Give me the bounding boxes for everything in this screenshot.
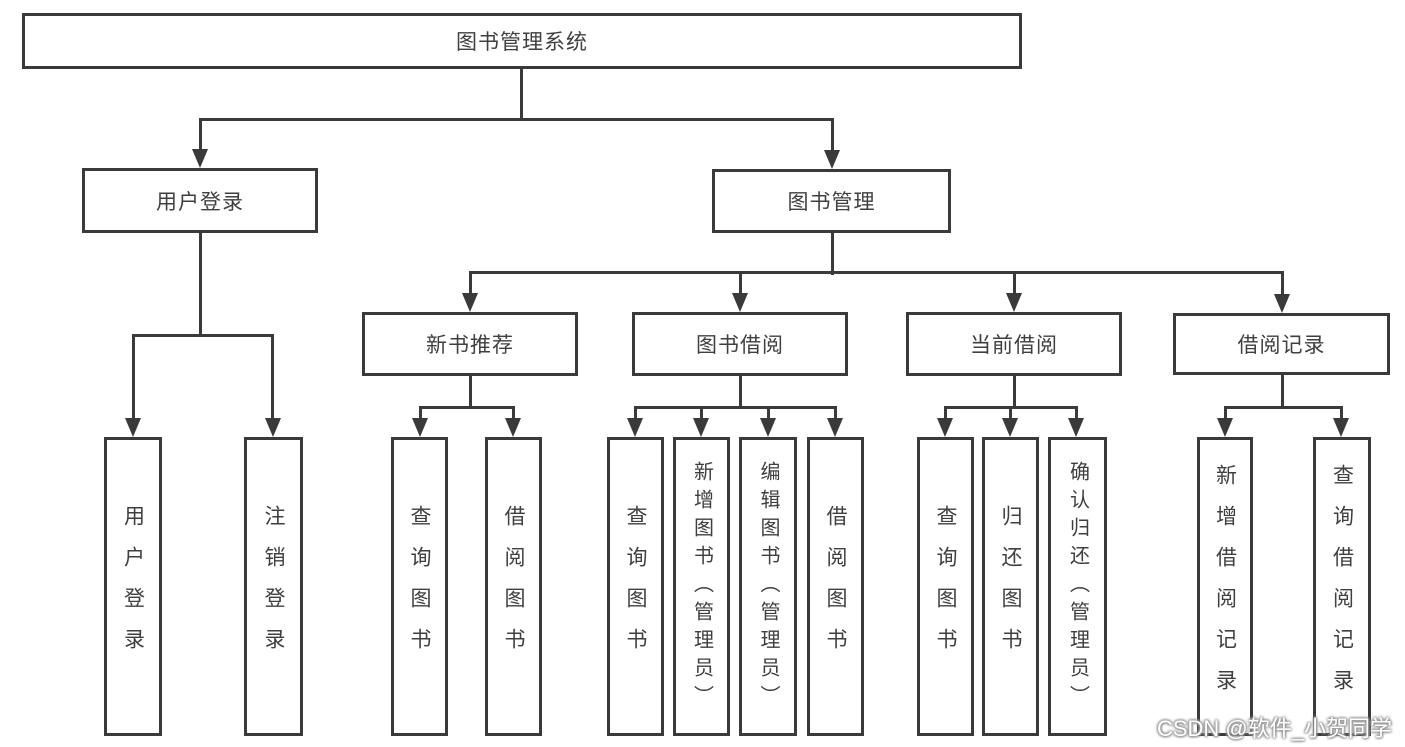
- node-leaf-add-borrow-record-label: 新增借阅记录: [1213, 463, 1237, 710]
- arrowhead-add-book: [693, 418, 709, 437]
- arrowhead-borrow-book-2: [827, 418, 843, 437]
- connector-new-book-recommend-bar: [419, 406, 515, 409]
- connector-drop-book-management: [831, 118, 834, 152]
- node-book-borrow-label: 图书借阅: [696, 334, 784, 357]
- connector-drop-query-book-3: [944, 406, 947, 420]
- watermark-text: CSDN @软件_小贺同学: [1156, 716, 1392, 741]
- connector-borrow-record-stem: [1281, 375, 1284, 409]
- node-borrow-record: 借阅记录: [1173, 313, 1390, 375]
- connector-drop-leaf-logout: [271, 334, 274, 420]
- arrowhead-return-book: [1002, 418, 1018, 437]
- node-leaf-query-book-1-label: 查询图书: [408, 504, 431, 669]
- node-leaf-return-book-label: 归还图书: [999, 504, 1022, 669]
- connector-level2-bar: [469, 271, 1283, 274]
- connector-borrow-record-bar: [1224, 406, 1343, 409]
- arrowhead-current-borrow: [1006, 293, 1022, 312]
- node-leaf-user-login-label: 用户登录: [121, 504, 145, 669]
- node-leaf-edit-book: 编辑图书（管理员）: [739, 437, 797, 736]
- connector-drop-current-borrow: [1013, 271, 1016, 295]
- node-book-management-label: 图书管理: [787, 191, 876, 214]
- node-leaf-user-login: 用户登录: [104, 437, 162, 736]
- connector-drop-edit-book: [767, 406, 770, 420]
- connector-drop-query-book-2: [634, 406, 637, 420]
- node-leaf-borrow-book-1: 借阅图书: [485, 437, 542, 736]
- node-leaf-query-book-2-label: 查询图书: [624, 504, 647, 669]
- connector-drop-add-book: [700, 406, 703, 420]
- arrowhead-borrow-book-1: [505, 418, 521, 437]
- node-library-system-label: 图书管理系统: [456, 31, 588, 54]
- node-leaf-add-book-label: 新增图书（管理员）: [690, 460, 713, 713]
- connector-drop-borrow-book-2: [834, 406, 837, 420]
- node-leaf-confirm-return-label: 确认归还（管理员）: [1066, 460, 1089, 713]
- arrowhead-borrow-record: [1274, 294, 1290, 313]
- node-leaf-confirm-return: 确认归还（管理员）: [1048, 437, 1107, 736]
- node-new-book-recommend: 新书推荐: [362, 312, 578, 376]
- connector-user-login-stem: [199, 233, 202, 337]
- arrowhead-query-book-1: [412, 418, 428, 437]
- connector-drop-return-book: [1009, 406, 1012, 420]
- node-borrow-record-label: 借阅记录: [1237, 334, 1326, 357]
- arrowhead-book-borrow: [732, 293, 748, 312]
- connector-drop-book-borrow: [739, 271, 742, 295]
- connector-level1-bar: [199, 118, 834, 121]
- connector-drop-user-login: [199, 118, 202, 152]
- node-leaf-borrow-book-2-label: 借阅图书: [824, 504, 847, 669]
- arrowhead-query-book-3: [937, 418, 953, 437]
- arrowhead-leaf-logout: [265, 418, 281, 437]
- arrowhead-confirm-return: [1068, 418, 1084, 437]
- node-leaf-query-book-1: 查询图书: [391, 437, 448, 736]
- node-current-borrow: 当前借阅: [906, 312, 1122, 376]
- node-user-login: 用户登录: [82, 168, 318, 233]
- connector-book-management-stem: [831, 233, 834, 275]
- arrowhead-query-borrow-record: [1333, 418, 1349, 437]
- arrowhead-leaf-user-login: [125, 418, 141, 437]
- connector-drop-add-borrow-record: [1224, 406, 1227, 420]
- connector-drop-query-book-1: [419, 406, 422, 420]
- node-library-system: 图书管理系统: [22, 13, 1022, 69]
- connector-drop-new-book-recommend: [469, 271, 472, 295]
- connector-drop-query-borrow-record: [1340, 406, 1343, 420]
- node-leaf-add-book: 新增图书（管理员）: [673, 437, 730, 736]
- arrowhead-new-book-recommend: [462, 293, 478, 312]
- node-leaf-query-book-3-label: 查询图书: [934, 504, 957, 669]
- node-leaf-query-borrow-record: 查询借阅记录: [1313, 437, 1371, 736]
- node-leaf-query-borrow-record-label: 查询借阅记录: [1330, 463, 1354, 710]
- node-book-management: 图书管理: [712, 169, 951, 233]
- node-leaf-edit-book-label: 编辑图书（管理员）: [757, 460, 779, 713]
- connector-new-book-recommend-stem: [469, 376, 472, 409]
- node-leaf-query-book-3: 查询图书: [917, 437, 974, 736]
- connector-user-login-bar: [132, 334, 274, 337]
- node-leaf-borrow-book-1-label: 借阅图书: [502, 504, 525, 669]
- arrowhead-user-login: [192, 149, 208, 168]
- connector-drop-borrow-book-1: [512, 406, 515, 420]
- node-leaf-query-book-2: 查询图书: [607, 437, 664, 736]
- node-leaf-return-book: 归还图书: [982, 437, 1039, 736]
- arrowhead-query-book-2: [627, 418, 643, 437]
- connector-current-borrow-stem: [1013, 376, 1016, 409]
- node-leaf-add-borrow-record: 新增借阅记录: [1197, 437, 1253, 736]
- arrowhead-edit-book: [760, 418, 776, 437]
- connector-root-stem: [520, 69, 523, 119]
- connector-drop-borrow-record: [1281, 271, 1284, 295]
- node-leaf-logout: 注销登录: [244, 437, 303, 736]
- arrowhead-add-borrow-record: [1217, 418, 1233, 437]
- connector-drop-leaf-user-login: [132, 334, 135, 420]
- connector-drop-confirm-return: [1075, 406, 1078, 420]
- node-leaf-logout-label: 注销登录: [262, 504, 285, 669]
- node-user-login-label: 用户登录: [156, 190, 244, 214]
- node-current-borrow-label: 当前借阅: [970, 334, 1058, 357]
- node-leaf-borrow-book-2: 借阅图书: [807, 437, 864, 736]
- arrowhead-book-management: [824, 150, 840, 169]
- connector-book-borrow-stem: [739, 376, 742, 409]
- connector-book-borrow-bar: [634, 406, 837, 409]
- node-new-book-recommend-label: 新书推荐: [426, 334, 514, 357]
- node-book-borrow: 图书借阅: [632, 312, 848, 376]
